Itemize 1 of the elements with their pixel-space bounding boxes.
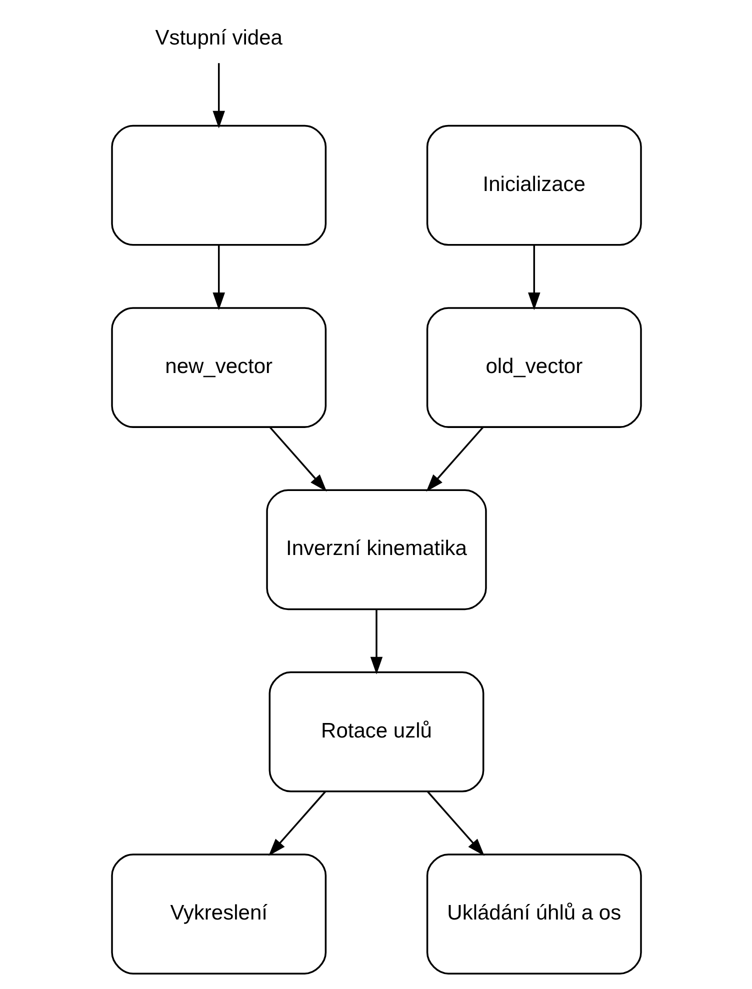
node-text: Vstupní videa — [154, 26, 282, 50]
